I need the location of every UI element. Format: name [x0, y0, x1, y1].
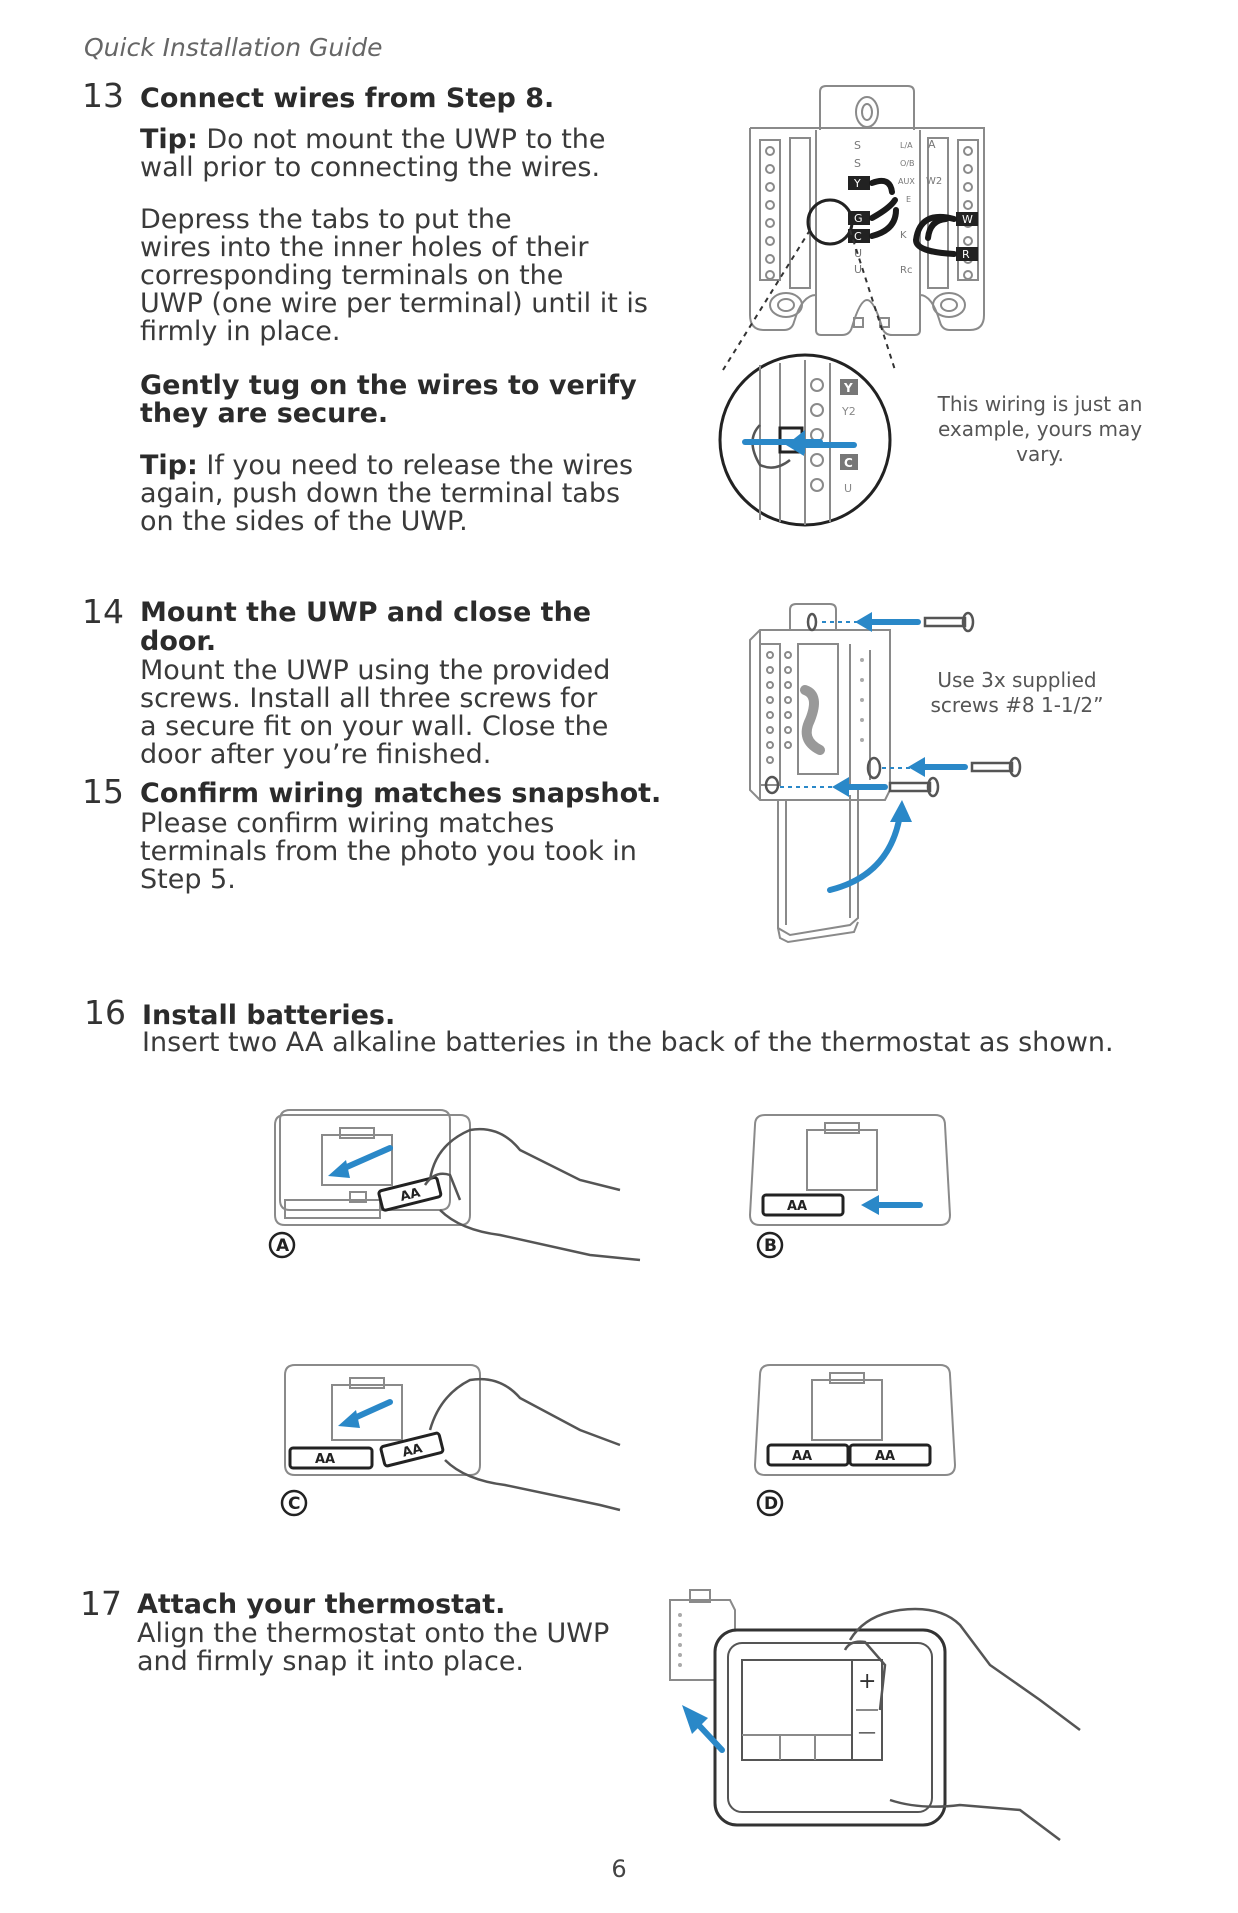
step-13-paragraph: Depress the tabs to put the wires into t…	[140, 206, 648, 346]
caption-line: Use 3x supplied	[937, 668, 1097, 692]
tip-text: Do not mount the UWP to the	[197, 124, 606, 155]
body-line: door after you’re finished.	[140, 739, 492, 770]
tip-text: wall prior to connecting the wires.	[140, 152, 601, 183]
terminal-label: W2	[926, 176, 942, 187]
step-16-title: Install batteries.	[142, 1000, 396, 1031]
body-line: Step 5.	[140, 864, 236, 895]
terminal-label: O/B	[900, 159, 914, 168]
terminal-label: Y	[843, 381, 853, 395]
step-16-number: 16	[84, 993, 126, 1032]
badge-letter: B	[764, 1236, 777, 1256]
step-15-title: Confirm wiring matches snapshot.	[140, 778, 662, 809]
body-line: Mount the UWP using the provided	[140, 655, 611, 686]
caption-line: example, yours may	[937, 417, 1143, 441]
body-line: terminals from the photo you took in	[140, 836, 637, 867]
step-13-number: 13	[82, 76, 124, 115]
terminal-label: Y	[853, 177, 861, 190]
terminal-label: Rc	[900, 265, 912, 276]
step-13-title: Connect wires from Step 8.	[140, 83, 555, 114]
step-17-number: 17	[80, 1584, 122, 1623]
body-line: Align the thermostat onto the UWP	[137, 1618, 610, 1649]
caption-line: screws #8 1-1/2”	[930, 693, 1104, 717]
document-header: Quick Installation Guide	[84, 33, 383, 62]
battery-label: AA	[792, 1449, 812, 1464]
tip-text: on the sides of the UWP.	[140, 506, 468, 537]
terminal-label: R	[962, 248, 970, 261]
caption-line: This wiring is just an	[937, 392, 1143, 416]
step-15-number: 15	[82, 772, 124, 811]
step-13-tip2: Tip: If you need to release the wires ag…	[140, 452, 633, 536]
battery-step-b: AA	[748, 1114, 952, 1226]
tip-text: If you need to release the wires	[197, 450, 634, 481]
terminal-label: C	[844, 456, 853, 470]
title-line: door.	[140, 626, 217, 657]
terminal-label: S	[854, 139, 861, 152]
terminal-label: E	[906, 195, 911, 204]
terminal-label: S	[854, 157, 861, 170]
terminal-label: C	[854, 230, 862, 243]
step-16-body: Insert two AA alkaline batteries in the …	[142, 1027, 1114, 1058]
tip-label: Tip:	[140, 124, 198, 155]
paragraph-line: UWP (one wire per terminal) until it is	[140, 288, 648, 319]
tip-text: again, push down the terminal tabs	[140, 478, 621, 509]
terminal-label: K	[900, 230, 907, 241]
badge-letter: D	[764, 1494, 778, 1514]
paragraph-line: Depress the tabs to put the	[140, 204, 512, 235]
paragraph-line: wires into the inner holes of their	[140, 232, 589, 263]
step-15-body: Please confirm wiring matches terminals …	[140, 810, 637, 894]
terminal-label: A	[928, 138, 936, 151]
badge-letter: C	[288, 1494, 300, 1514]
badge-d: D	[756, 1489, 784, 1517]
step-14-title: Mount the UWP and close the door.	[140, 596, 591, 659]
body-line: a secure fit on your wall. Close the	[140, 711, 609, 742]
terminal-label: Y2	[841, 405, 856, 418]
badge-b: B	[756, 1231, 784, 1259]
battery-label: AA	[401, 1441, 424, 1460]
insert-arrow	[786, 434, 857, 456]
terminal-label: L/A	[900, 141, 913, 150]
step-13-tip1: Tip: Do not mount the UWP to the wall pr…	[140, 126, 606, 182]
battery-step-d: AA AA	[753, 1364, 957, 1476]
badge-a: A	[268, 1231, 296, 1259]
attach-thermostat-illustration: + —	[669, 1589, 1081, 1841]
battery-step-c: AA AA	[284, 1364, 621, 1512]
step-14-body: Mount the UWP using the provided screws.…	[140, 657, 610, 769]
body-line: Please confirm wiring matches	[140, 808, 555, 839]
battery-label: AA	[875, 1449, 895, 1464]
bold-line: they are secure.	[140, 398, 389, 429]
badge-letter: A	[276, 1236, 290, 1256]
caption-line: vary.	[1016, 442, 1064, 466]
minus-button-label: —	[858, 1722, 876, 1743]
terminal-label: AUX	[898, 177, 915, 186]
terminal-label: U	[854, 263, 862, 276]
plus-button-label: +	[858, 1669, 876, 1694]
body-line: screws. Install all three screws for	[140, 683, 598, 714]
step-13-bold-note: Gently tug on the wires to verify they a…	[140, 372, 637, 428]
wiring-plate: S S Y U U L/A O/B AUX E K Rc A W2 Y G C …	[718, 80, 1040, 540]
wiring-caption: This wiring is just an example, yours ma…	[930, 392, 1150, 467]
badge-c: C	[280, 1489, 308, 1517]
terminal-label: W	[962, 213, 973, 226]
page-number: 6	[611, 1855, 627, 1883]
terminal-label: G	[854, 212, 863, 225]
battery-label: AA	[399, 1186, 422, 1205]
battery-label: AA	[787, 1199, 807, 1214]
tip-label: Tip:	[140, 450, 198, 481]
title-line: Mount the UWP and close the	[140, 597, 592, 628]
paragraph-line: firmly in place.	[140, 316, 341, 347]
paragraph-line: corresponding terminals on the	[140, 260, 564, 291]
terminal-label: U	[844, 482, 852, 495]
step-17-body: Align the thermostat onto the UWP and fi…	[137, 1620, 609, 1676]
bold-line: Gently tug on the wires to verify	[140, 370, 637, 401]
mount-illustration	[749, 603, 1022, 944]
step-17-title: Attach your thermostat.	[137, 1589, 506, 1620]
screws-caption: Use 3x supplied screws #8 1-1/2”	[922, 668, 1112, 718]
step-14-number: 14	[82, 592, 124, 631]
battery-label: AA	[315, 1452, 335, 1467]
body-line: and firmly snap it into place.	[137, 1646, 525, 1677]
battery-step-a: AA	[274, 1109, 641, 1262]
